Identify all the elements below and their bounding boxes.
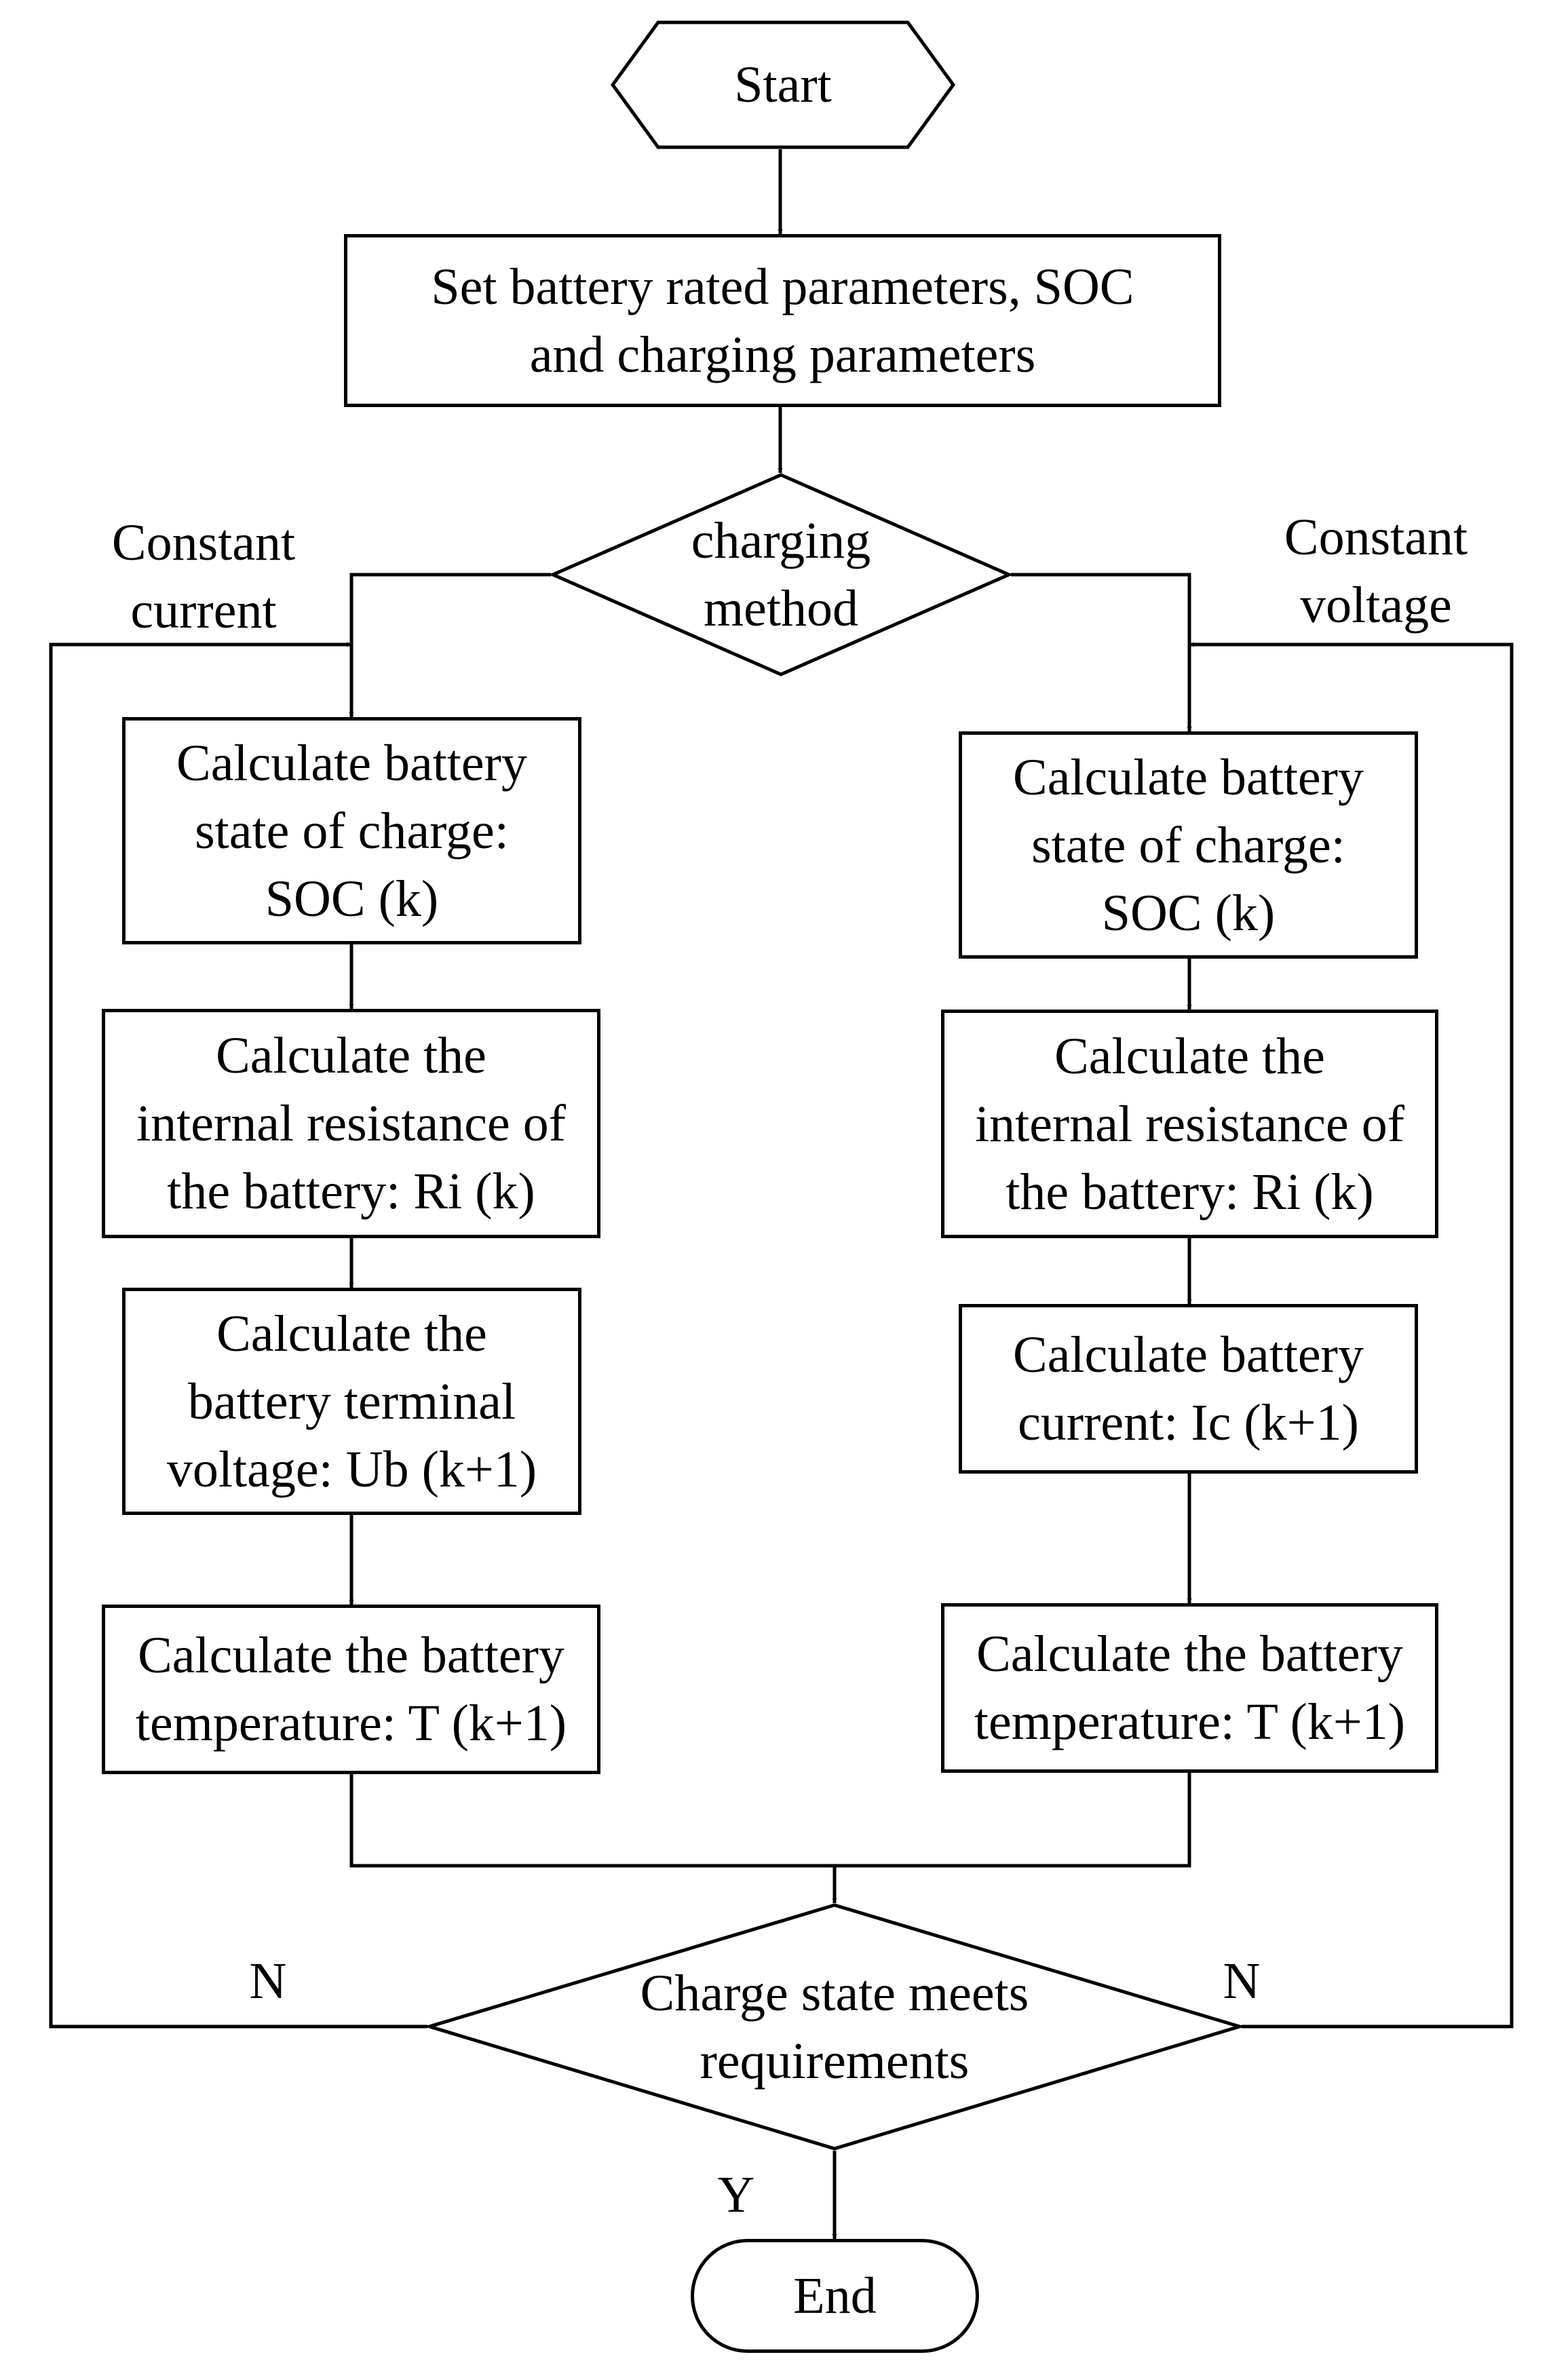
constant-current-label: Constant current <box>111 514 296 639</box>
charge-state-diamond-shape <box>423 1903 1246 2151</box>
end-label: End <box>793 2267 877 2324</box>
set-parameters-box: Set battery rated parameters, SOC and ch… <box>344 234 1221 407</box>
charging-method-diamond-shape <box>548 473 1014 676</box>
right-current-box: Calculate battery current: Ic (k+1) <box>959 1304 1418 1474</box>
charging-method-decision: charging method <box>548 473 1014 676</box>
charge-state-decision: Charge state meets requirements <box>423 1903 1246 2151</box>
left-temperature-box: Calculate the battery temperature: T (k+… <box>102 1605 600 1774</box>
right-soc-label: Calculate battery state of charge: SOC (… <box>1013 748 1364 942</box>
line-method-to-left <box>349 573 551 717</box>
left-temperature-label: Calculate the battery temperature: T (k+… <box>135 1627 567 1752</box>
right-resistance-box: Calculate the internal resistance of the… <box>941 1010 1438 1238</box>
left-resistance-box: Calculate the internal resistance of the… <box>102 1009 600 1238</box>
no-label-right: N <box>1223 1953 1261 2010</box>
left-voltage-box: Calculate the battery terminal voltage: … <box>122 1288 581 1515</box>
right-current-label: Calculate battery current: Ic (k+1) <box>1013 1326 1364 1451</box>
start-label: Start <box>734 56 832 113</box>
left-resistance-label: Calculate the internal resistance of the… <box>136 1027 567 1220</box>
start-node: Start <box>610 20 956 149</box>
start-hexagon-shape <box>610 20 956 149</box>
line-left-temp-merge <box>349 1773 1191 1868</box>
left-soc-box: Calculate battery state of charge: SOC (… <box>122 717 581 944</box>
yes-label: Y <box>717 2166 755 2223</box>
loop-no-right <box>1189 642 1514 2029</box>
charge-state-label: Charge state meets requirements <box>640 1964 1029 2090</box>
loop-no-left <box>49 642 427 2029</box>
no-label-left: N <box>249 1953 287 2010</box>
right-temperature-label: Calculate the battery temperature: T (k+… <box>974 1626 1406 1750</box>
constant-voltage-label: Constant voltage <box>1284 509 1468 634</box>
set-parameters-label: Set battery rated parameters, SOC and ch… <box>431 258 1134 383</box>
charging-method-label: charging method <box>691 512 871 637</box>
left-soc-label: Calculate battery state of charge: SOC (… <box>176 734 527 927</box>
right-soc-box: Calculate battery state of charge: SOC (… <box>959 731 1418 959</box>
left-voltage-label: Calculate the battery terminal voltage: … <box>166 1305 537 1498</box>
right-temperature-box: Calculate the battery temperature: T (k+… <box>941 1603 1438 1773</box>
end-node: End <box>691 2239 979 2353</box>
right-resistance-label: Calculate the internal resistance of the… <box>974 1027 1405 1221</box>
line-method-to-right <box>1011 573 1192 731</box>
